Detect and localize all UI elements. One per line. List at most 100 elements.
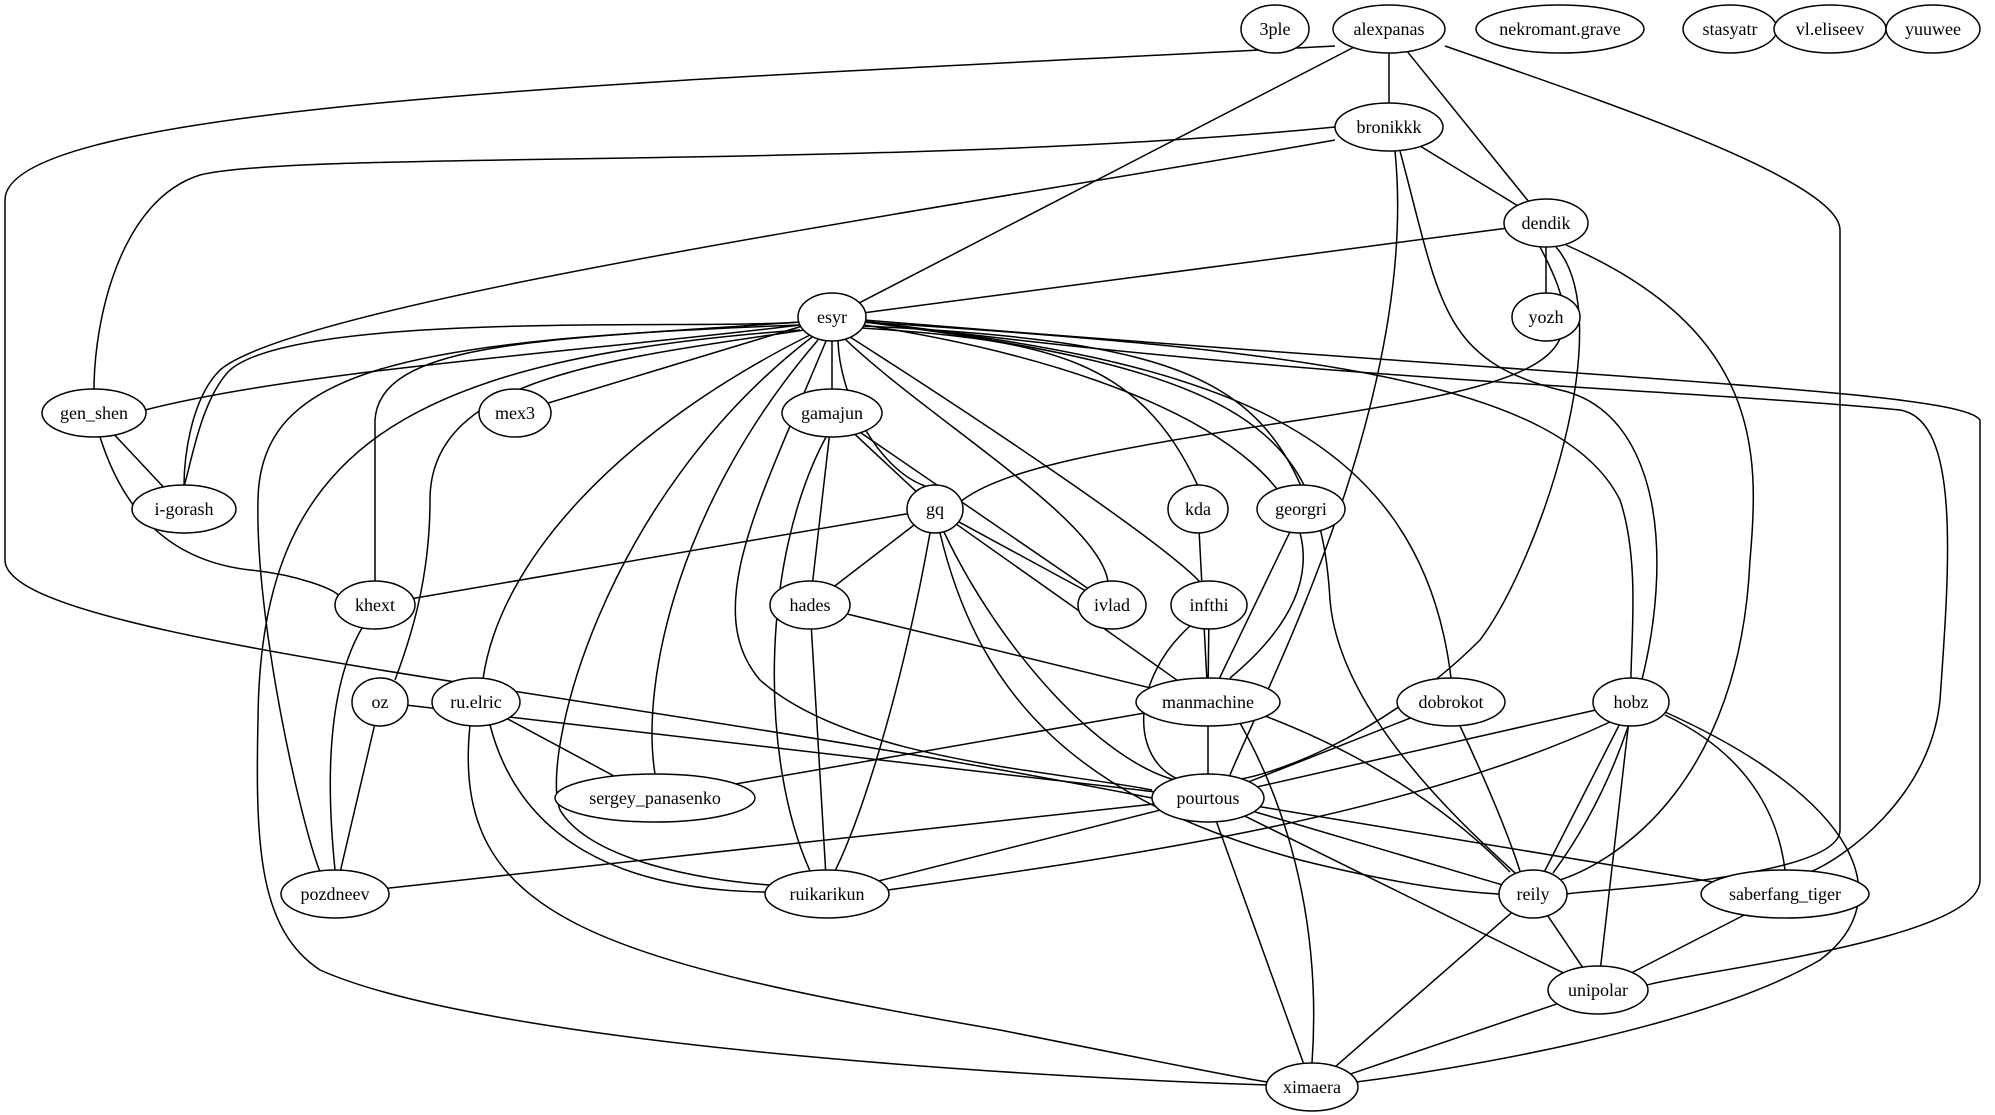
node-ellipse [1151,773,1265,823]
node-ellipse [41,388,147,438]
node-label: vl.eliseev [1796,19,1864,39]
node-label: sergey_panasenko [589,788,721,808]
node-ellipse [1498,869,1568,919]
node-georgri: georgri [1256,484,1346,534]
node-label: reily [1517,884,1550,904]
node-label: dobrokot [1419,692,1484,712]
node-ellipse [797,292,867,342]
edge-dendik-gq [959,246,1565,503]
node-ximaera: ximaera [1265,1062,1359,1112]
node-label: khext [355,595,395,615]
edge-pourtous-ruikarikun [878,809,1160,882]
edge-hobz-ximaera [1355,711,1860,1083]
edge-esyr-ivlad [844,338,1109,583]
node-alexpanas: alexpanas [1332,4,1446,54]
edge-esyr-infthi [849,336,1201,583]
node-ellipse [334,580,416,630]
node-dobrokot: dobrokot [1396,677,1506,727]
node-ellipse [769,580,851,630]
edge-hades-manmachine [846,613,1151,689]
node-gen_shen: gen_shen [41,388,147,438]
node-ruikarikun: ruikarikun [764,869,890,919]
edge-esyr-ruikarikun [555,336,813,886]
node-oz: oz [351,677,409,727]
edge-esyr-pozdneev [257,324,801,873]
node-label: ivlad [1094,595,1130,615]
edge-ru.elric-ximaera [467,724,1269,1083]
node-label: ru.elric [450,692,501,712]
node-label: bronikkk [1357,117,1422,137]
node-label: infthi [1190,595,1229,615]
node-label: hobz [1614,692,1649,712]
edge-gamajun-hades [811,436,831,582]
edge-oz-pourtous [407,704,1154,793]
node-label: gamajun [801,403,863,423]
edge-gen_shen-i-gorash [114,434,164,488]
edge-bronikkk-dendik [1420,145,1518,207]
edge-georgri-manmachine [1218,531,1291,679]
edge-infthi-pourtous [1142,625,1191,781]
node-ellipse [1334,102,1444,152]
node-bronikkk: bronikkk [1334,102,1444,152]
edge-gamajun-gq [854,433,917,492]
node-ellipse [1265,1062,1359,1112]
node-infthi: infthi [1170,580,1248,630]
edge-bronikkk-reily [1399,150,1658,874]
node-gamajun: gamajun [781,388,883,438]
edge-reily-unipolar [1547,915,1584,968]
node-ellipse [906,484,964,534]
edge-hobz-pourtous [1257,709,1596,788]
edge-khext-pozdneev [329,627,363,871]
edge-pourtous-reily [1253,810,1502,886]
node-ellipse [1592,677,1670,727]
node-ellipse [1547,965,1649,1015]
node-nekromant.grave: nekromant.grave [1475,4,1645,54]
node-yozh: yozh [1511,292,1581,342]
node-vl.eliseev: vl.eliseev [1773,4,1887,54]
edge-pourtous-unipolar [1244,815,1564,974]
edge-gamajun-ivlad [860,432,1089,589]
node-dendik: dendik [1503,198,1589,248]
edge-gq-ruikarikun [834,532,931,872]
node-stasyatr: stasyatr [1682,4,1778,54]
edge-dendik-esyr [865,227,1506,314]
edge-oz-pozdneev [339,725,376,871]
node-label: nekromant.grave [1499,19,1620,39]
node-ellipse [1135,677,1281,727]
edge-infthi-manmachine [1207,628,1210,679]
node-ellipse [1511,292,1581,342]
edge-esyr-manmachine [863,324,1304,679]
node-label: manmachine [1162,692,1254,712]
node-ellipse [131,484,237,534]
node-manmachine: manmachine [1135,677,1281,727]
edge-gq-hades [834,524,915,587]
edge-esyr-unipolar [863,319,1981,986]
edge-gq-pourtous [943,531,1176,781]
edge-dobrokot-reily [1459,725,1521,872]
edge-esyr-sergey_panasenko [651,339,819,775]
edge-alexpanas-reily [1444,45,1841,895]
edge-hades-ruikarikun [810,628,827,871]
node-ellipse [1256,484,1346,534]
edge-esyr-dobrokot [863,321,1452,679]
node-i-gorash: i-gorash [131,484,237,534]
node-label: kda [1185,499,1211,519]
node-unipolar: unipolar [1547,965,1649,1015]
node-ellipse [1167,484,1229,534]
node-yuuwee: yuuwee [1885,4,1981,54]
node-ellipse [280,869,390,919]
node-label: pourtous [1177,788,1240,808]
edge-esyr-i-gorash [183,321,801,487]
node-ellipse [1503,198,1589,248]
edge-dendik-pourtous [1229,246,1581,781]
node-ellipse [1170,580,1248,630]
edge-hobz-saberfang_tiger [1664,714,1786,871]
edge-layer [4,45,1981,1086]
node-ellipse [781,388,883,438]
edge-esyr-reily [863,321,1516,874]
edge-esyr-pourtous [734,340,1153,791]
node-khext: khext [334,580,416,630]
edge-esyr-georgri [863,325,1302,487]
